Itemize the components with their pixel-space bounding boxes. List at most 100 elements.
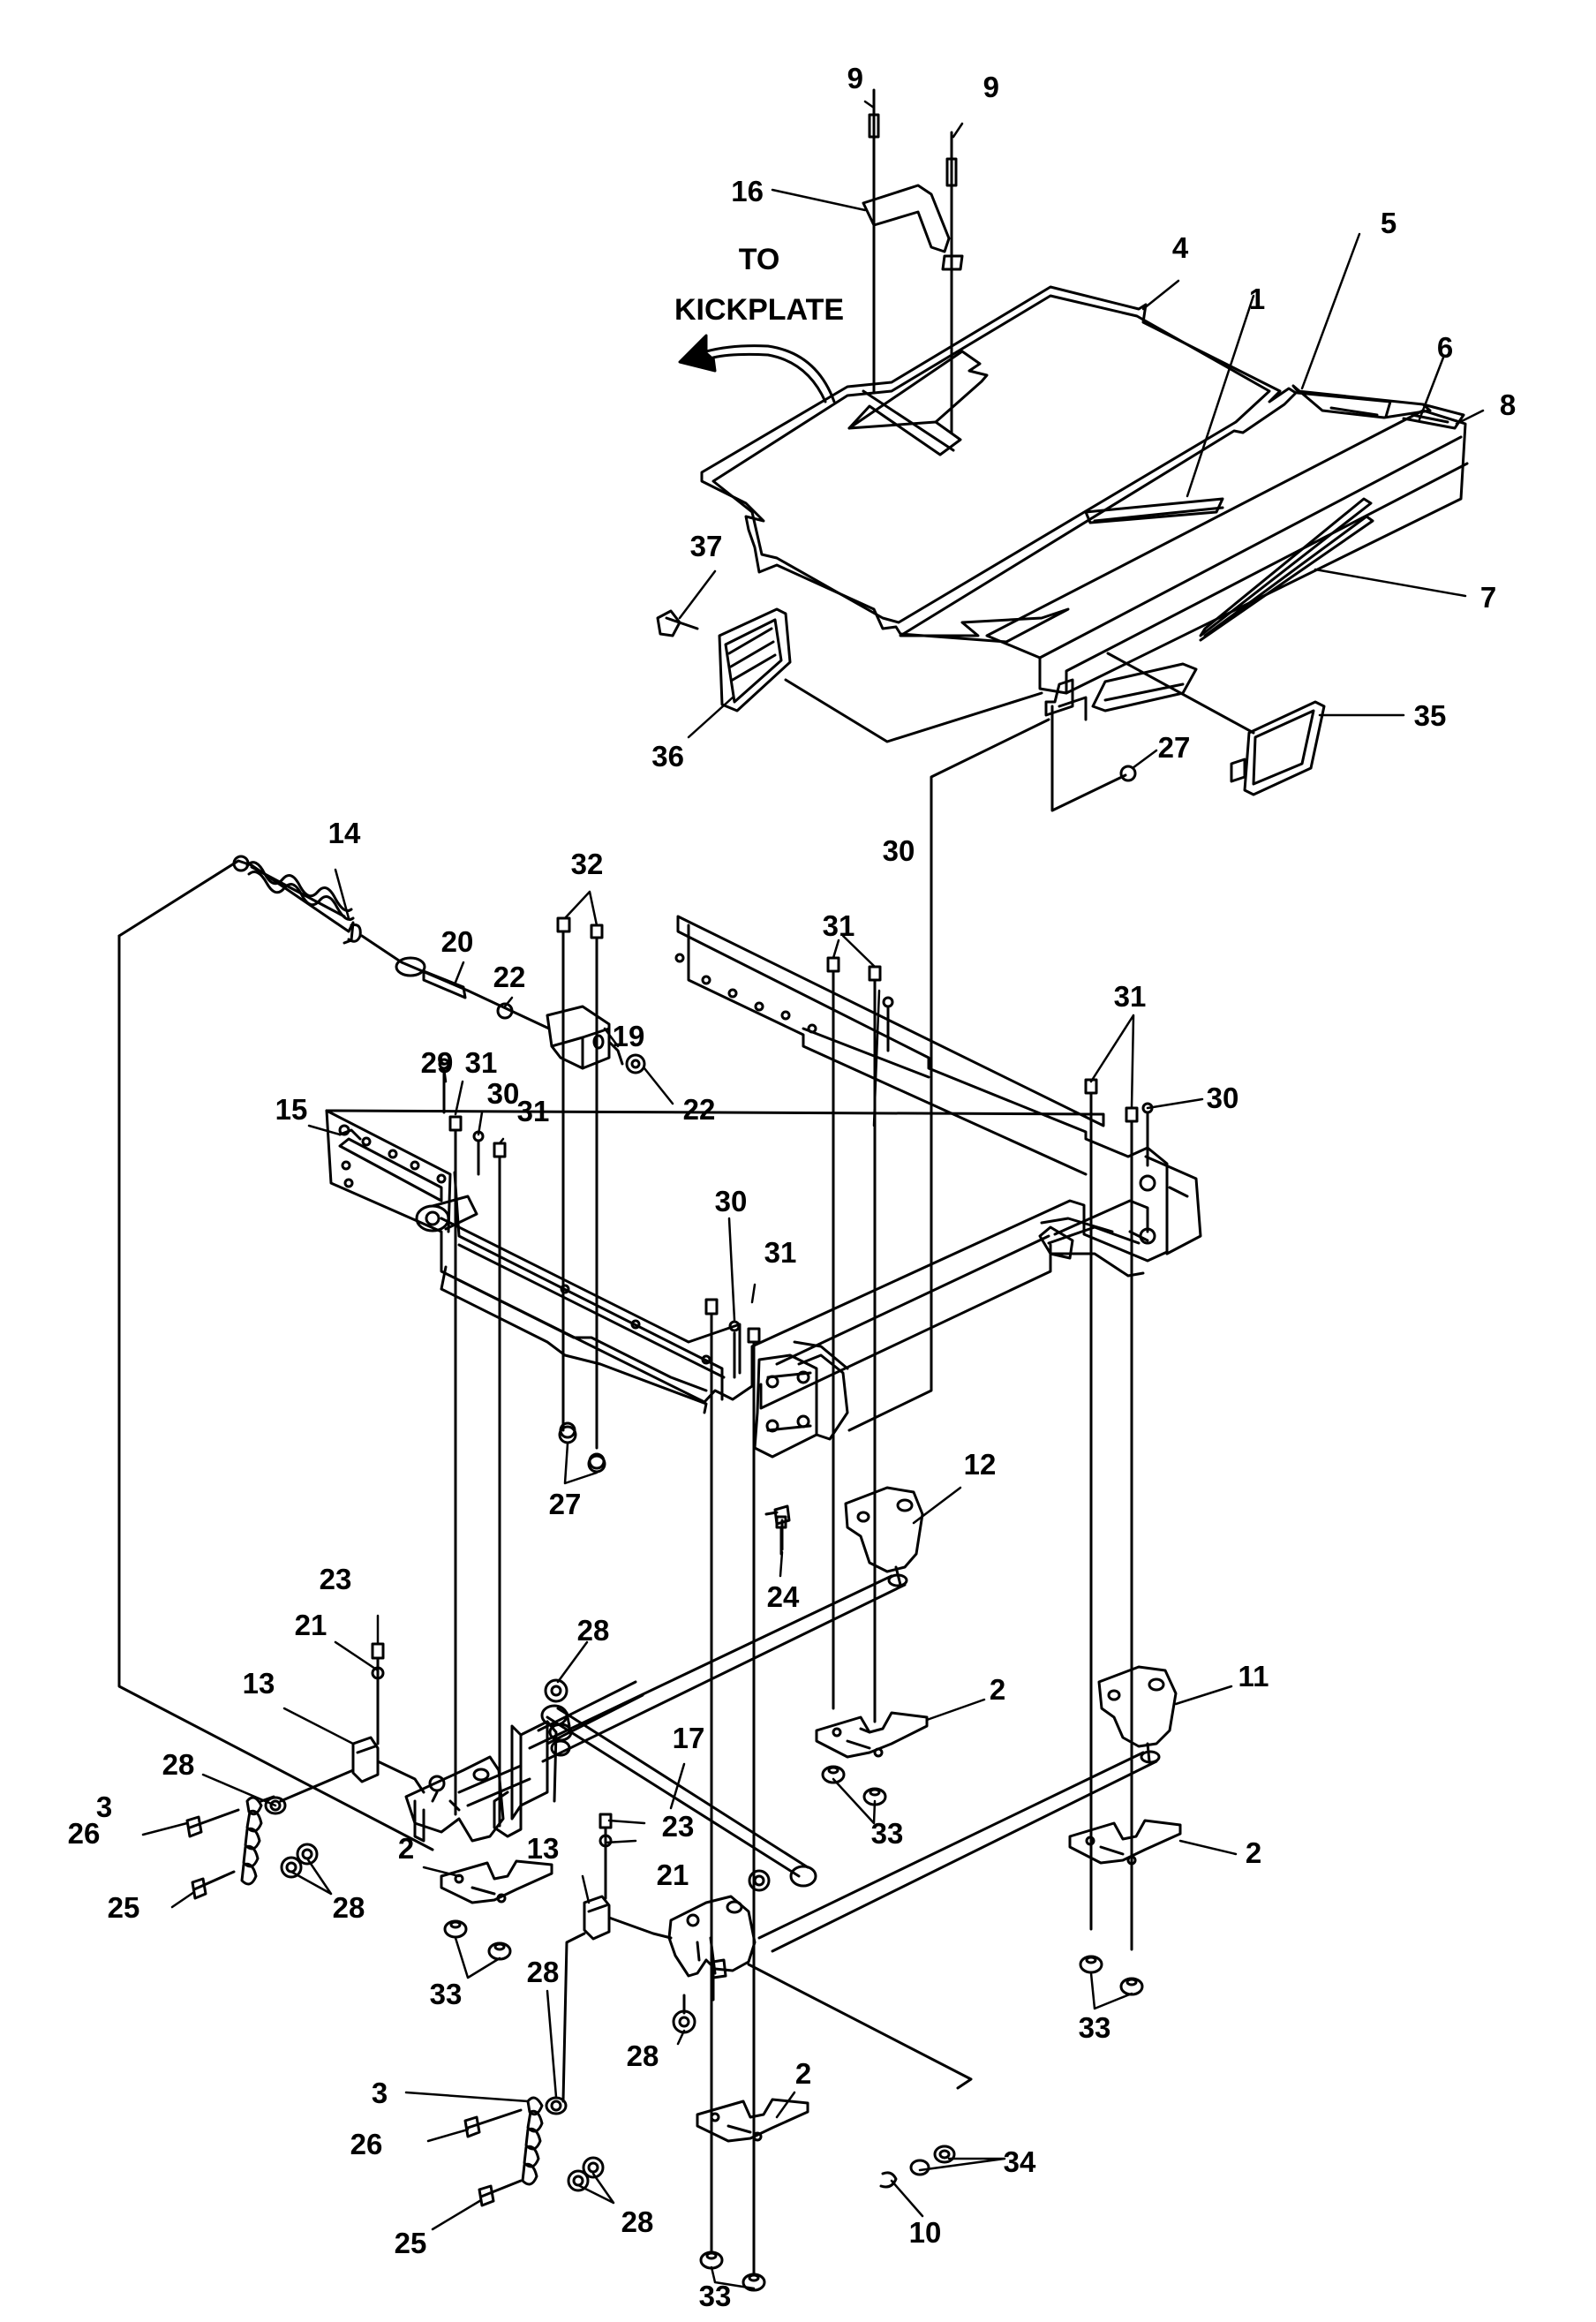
callout-7: 7 <box>1480 581 1496 614</box>
chain-3-upper <box>240 1768 355 1886</box>
kickplate-arrow <box>678 334 836 403</box>
callout-14: 14 <box>328 817 361 849</box>
frame-pivot <box>415 1195 478 1233</box>
callout-28: 28 <box>527 1956 560 1988</box>
clamp-13-lower <box>583 1813 673 1941</box>
bracket-11 <box>757 1665 1178 1953</box>
note-line2: KICKPLATE <box>674 293 844 327</box>
frame-holes <box>338 953 1156 1433</box>
callout-2: 2 <box>795 2057 811 2090</box>
callout-25: 25 <box>395 2227 427 2259</box>
callout-31: 31 <box>1114 980 1147 1013</box>
callout-32: 32 <box>571 848 604 880</box>
callout-25: 25 <box>108 1891 140 1924</box>
callout-35: 35 <box>1414 699 1447 732</box>
frame-15 <box>325 915 1202 1459</box>
callout-4: 4 <box>1172 231 1189 264</box>
link-17 <box>540 1704 817 1888</box>
callout-21: 21 <box>295 1609 327 1641</box>
note-line1: TO <box>739 243 780 276</box>
callout-1: 1 <box>1249 283 1265 315</box>
callout-28: 28 <box>162 1748 195 1781</box>
callout-13: 13 <box>243 1667 275 1700</box>
callout-13: 13 <box>527 1832 560 1865</box>
diagram-linework <box>117 88 1485 2292</box>
callout-3: 3 <box>96 1791 112 1823</box>
callout-31: 31 <box>517 1095 550 1127</box>
callout-28: 28 <box>621 2205 654 2238</box>
callout-12: 12 <box>964 1448 997 1481</box>
callout-34: 34 <box>1004 2145 1036 2178</box>
callout-33: 33 <box>699 2280 732 2312</box>
lens-35 <box>1106 652 1326 796</box>
clamp-13-upper <box>351 1642 425 1794</box>
callout-11: 11 <box>1238 1660 1269 1692</box>
bracket-12 <box>528 1486 924 1763</box>
leader-lines <box>117 934 434 1851</box>
spring-14 <box>117 855 362 945</box>
callout-3: 3 <box>372 2077 388 2109</box>
callout-9: 9 <box>847 62 863 94</box>
bolts-middle <box>704 1298 787 2275</box>
callout-19: 19 <box>613 1020 645 1052</box>
callout-26: 26 <box>68 1817 101 1850</box>
callout-leaders <box>141 100 1485 2290</box>
callout-22: 22 <box>683 1093 716 1126</box>
callout-28: 28 <box>577 1614 610 1647</box>
callout-2: 2 <box>398 1832 414 1865</box>
callout-17: 17 <box>673 1722 705 1754</box>
callout-23: 23 <box>662 1810 695 1843</box>
hardware-10-34 <box>747 1963 973 2189</box>
bolt-24 <box>773 1504 791 1551</box>
callout-20: 20 <box>441 925 474 958</box>
callout-9: 9 <box>983 71 999 103</box>
eyebolt-20 <box>360 934 551 1030</box>
brackets-2 <box>440 1711 1182 2143</box>
callout-36: 36 <box>651 740 684 773</box>
lens-36 <box>718 607 1043 743</box>
callout-31: 31 <box>823 909 855 942</box>
callout-23: 23 <box>320 1563 352 1595</box>
pivot-arm-lower <box>667 1895 757 2002</box>
floor-plate <box>700 285 1469 721</box>
callout-33: 33 <box>1079 2011 1111 2044</box>
callout-22: 22 <box>493 961 526 993</box>
callout-5: 5 <box>1381 207 1396 239</box>
callout-21: 21 <box>657 1858 689 1891</box>
callout-28: 28 <box>333 1891 365 1924</box>
hardware-37 <box>656 609 699 637</box>
callout-30: 30 <box>883 834 915 867</box>
callout-30: 30 <box>487 1077 520 1110</box>
callout-31: 31 <box>764 1236 797 1269</box>
kickplate-note: TO KICKPLATE <box>674 243 844 327</box>
bolts-32 <box>556 916 606 1470</box>
callout-8: 8 <box>1500 388 1516 421</box>
nuts-28 <box>269 1678 771 2192</box>
bracket-19 <box>546 1005 646 1074</box>
chain-3-lower <box>521 1932 586 2186</box>
bolts-left <box>438 1058 507 1828</box>
callout-30: 30 <box>1207 1082 1239 1114</box>
callout-15: 15 <box>275 1093 308 1126</box>
hardware-9-16 <box>862 88 964 434</box>
callout-10: 10 <box>909 2216 942 2249</box>
bolts-25-26 <box>185 1808 523 2207</box>
callout-2: 2 <box>990 1673 1005 1706</box>
callout-30: 30 <box>715 1185 748 1218</box>
bolts-far-right <box>1084 1078 1154 1951</box>
callout-6: 6 <box>1437 331 1453 364</box>
callout-33: 33 <box>430 1978 463 2010</box>
callout-26: 26 <box>350 2128 383 2160</box>
callout-16: 16 <box>731 175 764 207</box>
callout-labels: 9 9 16 4 5 1 6 8 7 37 36 35 27 14 20 22 … <box>68 62 1517 2312</box>
callout-27: 27 <box>1158 731 1191 764</box>
callout-27: 27 <box>549 1488 582 1520</box>
callout-28: 28 <box>627 2039 659 2072</box>
callout-31: 31 <box>465 1046 498 1079</box>
callout-37: 37 <box>690 530 723 562</box>
callout-33: 33 <box>871 1817 904 1850</box>
callout-24: 24 <box>767 1580 800 1613</box>
hardware-27 <box>847 705 1137 1432</box>
pivot-arm-upper <box>404 1680 644 1843</box>
callout-2: 2 <box>1246 1836 1261 1869</box>
